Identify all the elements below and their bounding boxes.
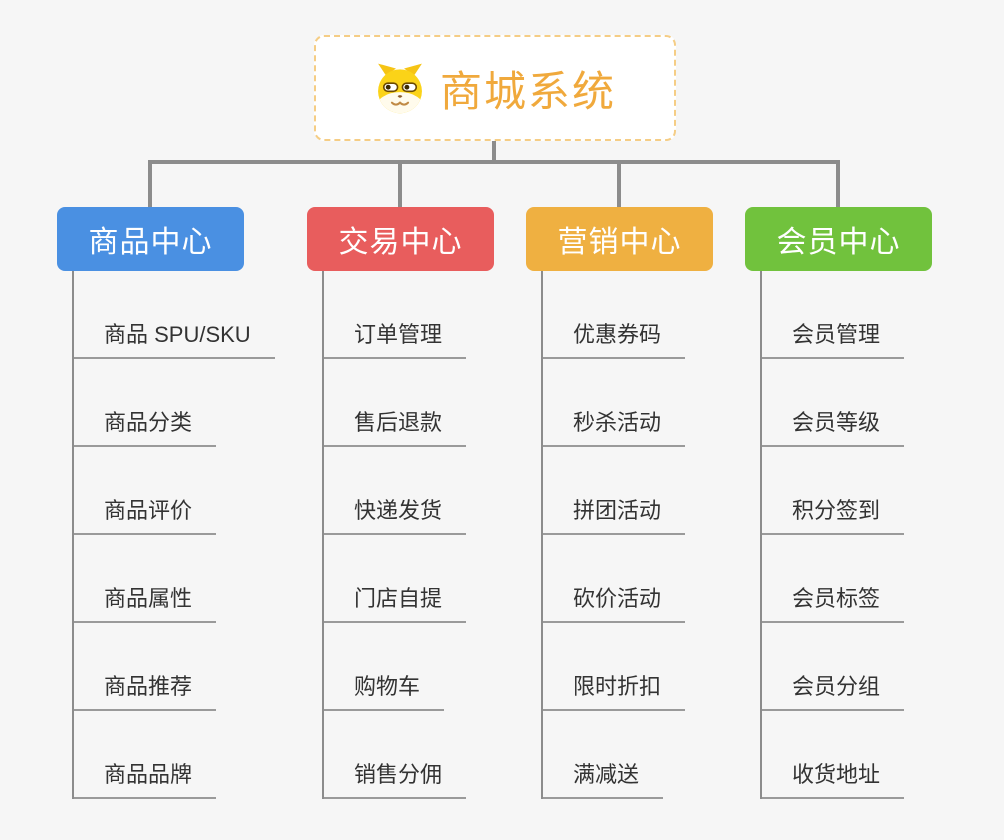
branch-children-member: 会员管理 会员等级 积分签到 会员标签 会员分组 收货地址 [745, 271, 995, 799]
mindmap-leaf-node[interactable]: 销售分佣 [322, 757, 467, 799]
leaf-row: 商品属性 [57, 535, 307, 623]
branch-node-goods-center[interactable]: 商品中心 [57, 207, 244, 271]
branch-children-marketing: 优惠券码 秒杀活动 拼团活动 砍价活动 限时折扣 满减送 [526, 271, 776, 799]
connector-horizontal-rail [148, 160, 840, 164]
branch-children-trade: 订单管理 售后退款 快递发货 门店自提 购物车 销售分佣 [307, 271, 557, 799]
leaf-row: 优惠券码 [526, 271, 776, 359]
mindmap-leaf-node[interactable]: 商品属性 [72, 581, 217, 623]
connector-drop-marketing [617, 160, 621, 208]
mindmap-leaf-node[interactable]: 满减送 [541, 757, 664, 799]
leaf-row: 会员分组 [745, 623, 995, 711]
mindmap-leaf-node[interactable]: 积分签到 [760, 493, 905, 535]
mindmap-leaf-node[interactable]: 门店自提 [322, 581, 467, 623]
leaf-row: 会员管理 [745, 271, 995, 359]
branch-column-marketing: 营销中心 优惠券码 秒杀活动 拼团活动 砍价活动 限时折扣 满减送 [526, 207, 776, 799]
mindmap-leaf-node[interactable]: 商品品牌 [72, 757, 217, 799]
leaf-row: 商品品牌 [57, 711, 307, 799]
leaf-row: 商品分类 [57, 359, 307, 447]
mindmap-leaf-node[interactable]: 商品推荐 [72, 669, 217, 711]
mindmap-leaf-node[interactable]: 优惠券码 [541, 317, 686, 359]
mindmap-leaf-node[interactable]: 拼团活动 [541, 493, 686, 535]
mindmap-leaf-node[interactable]: 会员管理 [760, 317, 905, 359]
leaf-row: 砍价活动 [526, 535, 776, 623]
leaf-row: 商品评价 [57, 447, 307, 535]
leaf-row: 秒杀活动 [526, 359, 776, 447]
leaf-row: 订单管理 [307, 271, 557, 359]
mindmap-leaf-node[interactable]: 会员分组 [760, 669, 905, 711]
mindmap-leaf-node[interactable]: 会员标签 [760, 581, 905, 623]
mindmap-leaf-node[interactable]: 商品评价 [72, 493, 217, 535]
mindmap-leaf-node[interactable]: 限时折扣 [541, 669, 686, 711]
leaf-row: 限时折扣 [526, 623, 776, 711]
connector-drop-trade [398, 160, 402, 208]
branch-node-marketing-center[interactable]: 营销中心 [526, 207, 713, 271]
branch-column-trade: 交易中心 订单管理 售后退款 快递发货 门店自提 购物车 销售分佣 [307, 207, 557, 799]
leaf-row: 积分签到 [745, 447, 995, 535]
dog-face-icon [378, 63, 422, 114]
connector-root-vertical [492, 141, 496, 164]
root-node-title: 商城系统 [439, 67, 616, 115]
leaf-row: 商品 SPU/SKU [57, 271, 307, 359]
leaf-row: 会员标签 [745, 535, 995, 623]
leaf-row: 拼团活动 [526, 447, 776, 535]
mindmap-leaf-node[interactable]: 收货地址 [760, 757, 905, 799]
mindmap-leaf-node[interactable]: 会员等级 [760, 405, 905, 447]
mindmap-leaf-node[interactable]: 秒杀活动 [541, 405, 686, 447]
branch-children-goods: 商品 SPU/SKU 商品分类 商品评价 商品属性 商品推荐 商品品牌 [57, 271, 307, 799]
leaf-row: 快递发货 [307, 447, 557, 535]
branch-node-trade-center[interactable]: 交易中心 [307, 207, 494, 271]
mindmap-leaf-node[interactable]: 砍价活动 [541, 581, 686, 623]
leaf-row: 销售分佣 [307, 711, 557, 799]
branch-node-member-center[interactable]: 会员中心 [745, 207, 932, 271]
branch-column-goods: 商品中心 商品 SPU/SKU 商品分类 商品评价 商品属性 商品推荐 商品品牌 [57, 207, 307, 799]
mindmap-leaf-node[interactable]: 订单管理 [322, 317, 467, 359]
leaf-row: 门店自提 [307, 535, 557, 623]
mindmap-leaf-node[interactable]: 商品 SPU/SKU [72, 317, 275, 359]
leaf-row: 售后退款 [307, 359, 557, 447]
root-node-mall-system[interactable]: 商城系统 [314, 35, 676, 141]
mindmap-leaf-node[interactable]: 商品分类 [72, 405, 217, 447]
leaf-row: 会员等级 [745, 359, 995, 447]
mindmap-leaf-node[interactable]: 快递发货 [322, 493, 467, 535]
leaf-row: 收货地址 [745, 711, 995, 799]
leaf-row: 商品推荐 [57, 623, 307, 711]
mindmap-leaf-node[interactable]: 售后退款 [322, 405, 467, 447]
mindmap-leaf-node[interactable]: 购物车 [322, 669, 445, 711]
branch-column-member: 会员中心 会员管理 会员等级 积分签到 会员标签 会员分组 收货地址 [745, 207, 995, 799]
leaf-row: 购物车 [307, 623, 557, 711]
leaf-row: 满减送 [526, 711, 776, 799]
connector-drop-goods [148, 160, 152, 208]
connector-drop-member [836, 160, 840, 208]
